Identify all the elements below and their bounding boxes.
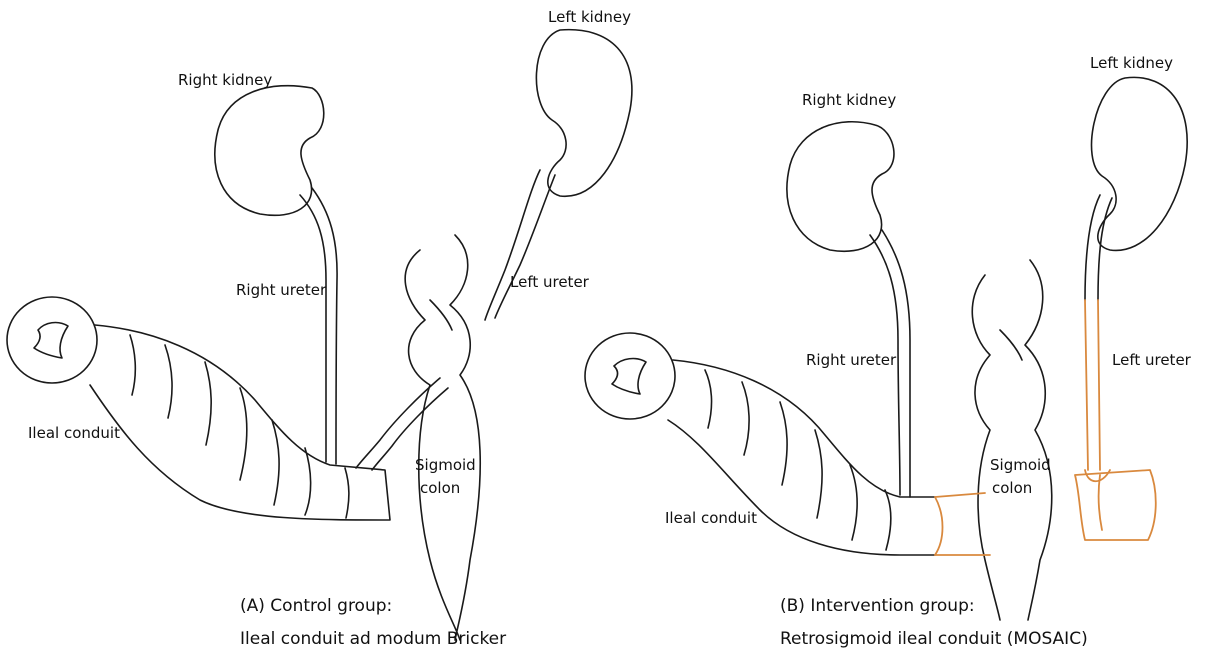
- conduit-a-seg6: [305, 448, 311, 515]
- sigmoid-colon-b-right: [1025, 260, 1052, 620]
- left-kidney-b: [1092, 77, 1188, 250]
- label-sigmoid-b-2: colon: [992, 479, 1032, 497]
- right-kidney-b: [787, 122, 894, 252]
- sigmoid-colon-a-fold: [430, 300, 452, 330]
- sigmoid-colon-b: [972, 275, 1000, 620]
- sigmoid-colon-b-fold: [1000, 330, 1022, 360]
- stoma-b-opening-icon: [612, 359, 646, 394]
- conduit-a-seg5: [272, 420, 279, 505]
- conduit-b-seg3: [780, 402, 787, 485]
- right-kidney-a: [215, 86, 324, 216]
- label-sigmoid-a-2: colon: [420, 479, 460, 497]
- conduit-a-seg1: [130, 335, 135, 395]
- conduit-b-seg5: [850, 465, 857, 540]
- sigmoid-colon-a: [405, 250, 460, 640]
- panel-b: Right kidney Left kidney Right ureter Le…: [585, 54, 1192, 649]
- left-kidney-a: [536, 30, 632, 197]
- label-left-kidney-b: Left kidney: [1090, 54, 1173, 72]
- stoma-a: [7, 297, 97, 383]
- conduit-a-seg3: [205, 362, 211, 445]
- conduit-a-seg2: [165, 345, 172, 418]
- sigmoid-colon-a-right: [450, 235, 480, 640]
- right-ureter-a-inner: [312, 188, 337, 464]
- label-ileal-conduit-a: Ileal conduit: [28, 424, 120, 442]
- label-left-ureter-b: Left ureter: [1112, 351, 1192, 369]
- conduit-a-seg4: [240, 388, 247, 480]
- label-right-kidney-a: Right kidney: [178, 71, 272, 89]
- caption-b-line2: Retrosigmoid ileal conduit (MOSAIC): [780, 629, 1088, 649]
- label-right-kidney-b: Right kidney: [802, 91, 896, 109]
- label-right-ureter-a: Right ureter: [236, 281, 327, 299]
- label-sigmoid-b-1: Sigmoid: [990, 456, 1051, 474]
- left-ureter-b-orange: [1085, 300, 1110, 481]
- conduit-a-seg7: [345, 468, 349, 518]
- label-right-ureter-b: Right ureter: [806, 351, 897, 369]
- left-ureter-a: [485, 170, 540, 320]
- conduit-b-seg1: [705, 370, 712, 428]
- right-ureter-a: [300, 195, 326, 462]
- label-ileal-conduit-b: Ileal conduit: [665, 509, 757, 527]
- conduit-b-orange-right: [1075, 470, 1156, 540]
- caption-a-line1: (A) Control group:: [240, 596, 392, 616]
- label-left-kidney-a: Left kidney: [548, 8, 631, 26]
- label-sigmoid-a-1: Sigmoid: [415, 456, 476, 474]
- panel-a: Right kidney Left kidney Right ureter Le…: [7, 8, 632, 649]
- conduit-b-seg4: [815, 430, 822, 518]
- stoma-a-opening-icon: [34, 323, 68, 358]
- conduit-b-seg6: [885, 490, 891, 550]
- left-ureter-a-inner: [495, 175, 555, 318]
- stoma-b: [585, 333, 675, 419]
- caption-b-line1: (B) Intervention group:: [780, 596, 975, 616]
- conduit-b-seg2: [742, 382, 749, 455]
- label-left-ureter-a: Left ureter: [510, 273, 590, 291]
- caption-a-line2: Ileal conduit ad modum Bricker: [240, 629, 506, 649]
